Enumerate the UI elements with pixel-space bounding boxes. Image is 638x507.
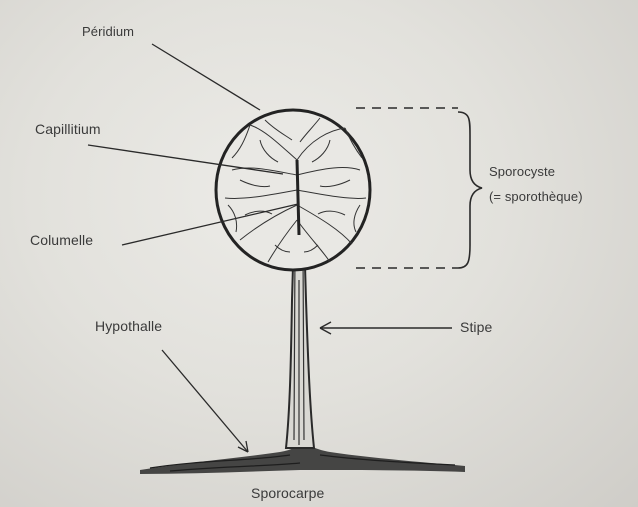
sporocyste-brace <box>458 112 482 268</box>
sporotheque-label: (= sporothèque) <box>489 189 583 204</box>
stipe-label: Stipe <box>460 319 492 335</box>
columelle-label: Columelle <box>30 232 93 248</box>
peridium-leader <box>152 44 260 110</box>
peridium-label: Péridium <box>82 24 134 39</box>
hypothalle-leader <box>162 350 248 452</box>
hypothalle-label: Hypothalle <box>95 318 162 334</box>
sporocarpe-label: Sporocarpe <box>251 485 324 501</box>
peridium-outline <box>216 110 370 270</box>
sporocyste-label: Sporocyste <box>489 164 555 179</box>
columelle-shape <box>297 160 299 235</box>
capillitium-label: Capillitium <box>35 121 101 137</box>
